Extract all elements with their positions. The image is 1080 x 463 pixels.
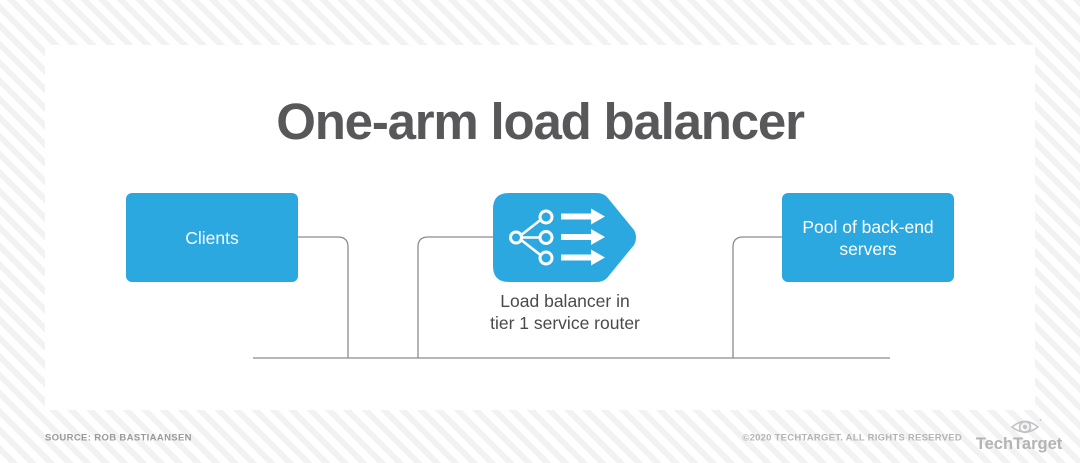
node-pool-label: Pool of back-end servers (802, 216, 933, 260)
node-pool-label-line2: servers (839, 238, 897, 259)
load-balancer-icon[interactable] (493, 193, 638, 282)
techtarget-wordmark: TechTarget (976, 435, 1063, 453)
node-clients[interactable]: Clients (126, 193, 298, 282)
diagram-canvas: Clients (45, 45, 1035, 410)
load-balancer-caption-line1: Load balancer in (500, 291, 630, 311)
node-pool-of-backend-servers[interactable]: Pool of back-end servers (782, 193, 954, 282)
source-credit: SOURCE: ROB BASTIAANSEN (45, 432, 192, 444)
techtarget-logo: TechTarget (976, 419, 1063, 453)
node-clients-label: Clients (185, 227, 239, 248)
copyright-notice: ©2020 TECHTARGET. ALL RIGHTS RESERVED (742, 432, 962, 444)
load-balancer-caption-line2: tier 1 service router (490, 313, 640, 333)
page-title: One-arm load balancer (276, 93, 805, 150)
load-balancer-caption: Load balancer in tier 1 service router (415, 290, 715, 334)
node-pool-label-line1: Pool of back-end (802, 216, 934, 237)
diagram-card: One-arm load balancer Clients (45, 45, 1035, 410)
